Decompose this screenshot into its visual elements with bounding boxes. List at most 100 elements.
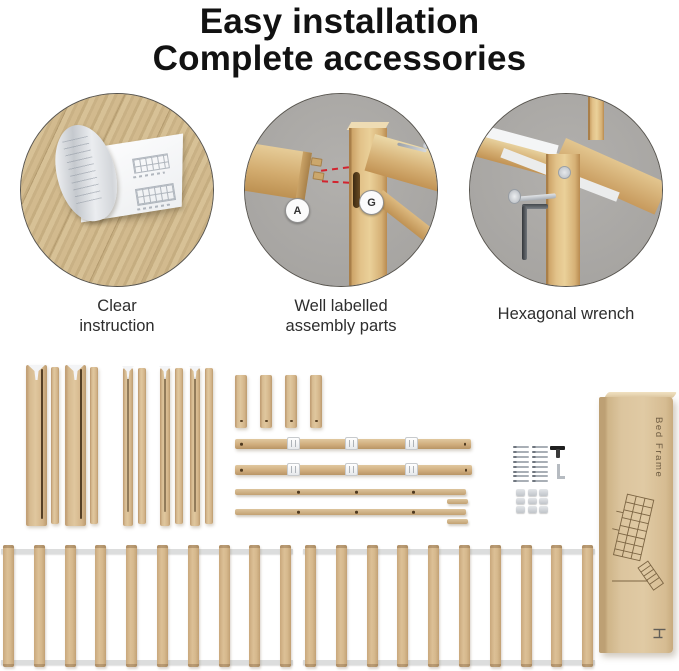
caption-line: Clear	[97, 297, 137, 315]
screw-icon	[513, 470, 529, 473]
feature-caption: Clear instruction	[20, 296, 214, 336]
nut-icon	[527, 497, 537, 504]
support-rail	[235, 489, 466, 495]
rail-hole	[464, 468, 467, 472]
bed-slat	[366, 545, 378, 667]
caption-line: assembly parts	[285, 317, 397, 335]
caption-line: Well labelled	[294, 297, 388, 315]
allen-key-icon	[557, 476, 565, 479]
nut-icon	[527, 489, 537, 496]
connector-piece	[447, 519, 468, 524]
bed-slat	[305, 545, 316, 667]
feature-caption: Hexagonal wrench	[469, 304, 663, 324]
nut-icon	[527, 506, 537, 513]
rail-hole	[355, 510, 358, 514]
feature-photo-hex-wrench	[469, 93, 663, 287]
allen-key-icon	[557, 464, 560, 478]
hex-wrench-icon	[522, 206, 527, 260]
leg-slot	[80, 369, 82, 519]
bed-slat	[95, 545, 107, 667]
bed-slat	[3, 545, 14, 667]
box-front-face	[599, 397, 673, 653]
leg-plank	[175, 368, 183, 524]
bolt-head-icon	[508, 189, 521, 204]
slat-strap	[303, 549, 596, 554]
screw-icon	[532, 470, 548, 473]
leg-slot	[41, 369, 43, 519]
bed-slat	[335, 545, 347, 667]
feature-caption: Well labelled assembly parts	[244, 296, 438, 336]
rail-hole	[240, 468, 243, 472]
hex-wrench-icon	[522, 204, 548, 209]
part-label-sticker: G	[359, 190, 384, 215]
slat-strap	[1, 660, 294, 665]
short-post	[310, 375, 322, 428]
bed-slat	[126, 545, 138, 667]
connector-piece	[447, 499, 468, 504]
slat-bracket	[405, 463, 418, 476]
title-line-2: Complete accessories	[152, 39, 527, 78]
screw-icon	[513, 475, 529, 478]
leg-slot	[127, 374, 129, 512]
rail-hole	[240, 442, 243, 446]
bed-slat	[489, 545, 501, 667]
screw-icon	[532, 455, 548, 458]
slat-bracket	[345, 437, 358, 450]
feature-photo-instruction	[20, 93, 214, 287]
caption-line: instruction	[79, 317, 155, 335]
box-line-drawing	[612, 493, 664, 591]
title-line-1: Easy installation	[199, 2, 480, 41]
screw-icon	[532, 460, 548, 463]
bed-slat	[280, 545, 292, 667]
bracket-rail	[235, 463, 472, 476]
far-bed-post	[588, 94, 604, 140]
screw-icon	[532, 475, 548, 478]
bed-slat	[582, 545, 594, 667]
box-label: Bed Frame	[653, 417, 664, 479]
post-hole	[290, 419, 293, 422]
part-label-sticker: A	[285, 198, 310, 223]
bed-slat	[33, 545, 45, 667]
leg-plank	[51, 367, 59, 524]
leg-plank	[205, 368, 213, 524]
post-hole	[240, 419, 243, 422]
slat-bracket	[405, 437, 418, 450]
t-wrench-icon	[556, 449, 560, 458]
bed-slat	[428, 545, 440, 667]
slat-bracket	[287, 463, 300, 476]
nut-icon	[539, 497, 548, 504]
nut-icon	[539, 489, 548, 496]
leg-plank	[138, 368, 146, 524]
support-rail	[235, 509, 466, 515]
short-post	[285, 375, 297, 428]
feature-photo-labelled-parts: A G	[244, 93, 438, 287]
leg-plank	[90, 367, 98, 524]
screw-icon	[532, 446, 548, 448]
bolt-washer-icon	[558, 166, 571, 179]
nut-icon	[539, 506, 548, 513]
short-post	[235, 375, 247, 428]
screw-icon	[513, 460, 529, 463]
post-hole	[315, 419, 318, 422]
leg-slot	[164, 374, 166, 512]
page-title: Easy installation Complete accessories	[0, 3, 679, 77]
bed-slat	[459, 545, 470, 667]
rail-hole	[412, 510, 415, 514]
nut-icon	[516, 497, 525, 504]
short-post	[260, 375, 272, 428]
bed-slat	[64, 545, 76, 667]
bed-slat	[157, 545, 168, 667]
slat-bracket	[287, 437, 300, 450]
bed-slat	[249, 545, 261, 667]
bed-slat	[187, 545, 199, 667]
rail-hole	[412, 490, 415, 494]
brand-logo-icon	[653, 628, 666, 639]
screw-icon	[513, 450, 529, 453]
screw-icon	[532, 480, 548, 483]
leg-slot	[194, 374, 196, 512]
rail-hole	[297, 510, 300, 514]
rail-hole	[355, 490, 358, 494]
screw-icon	[513, 465, 529, 468]
slat-bracket	[345, 463, 358, 476]
